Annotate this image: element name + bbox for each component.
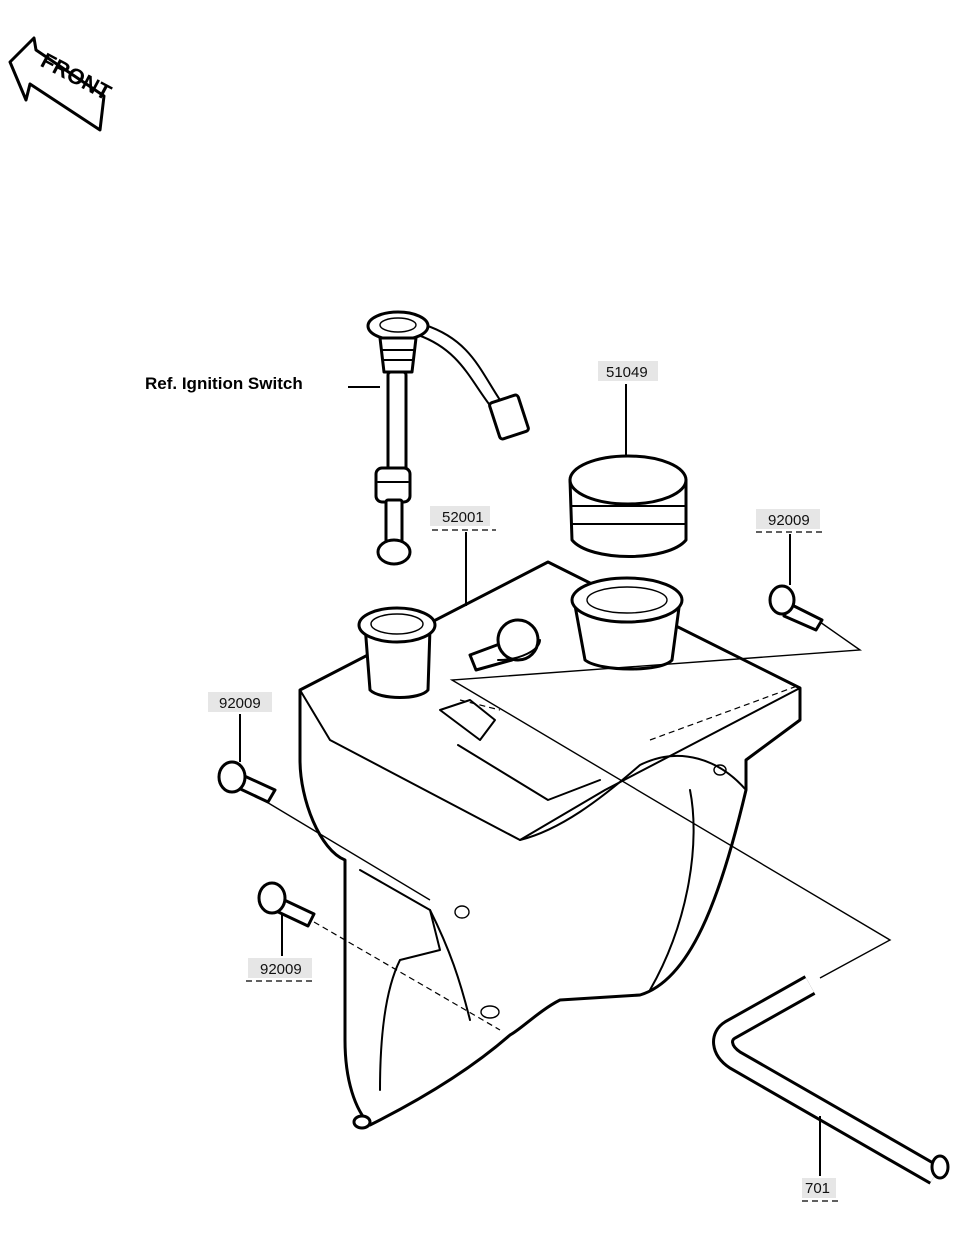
assembly-lines (254, 621, 892, 1031)
bolt-right-part (768, 584, 824, 632)
front-arrow-icon: FRONT (8, 36, 116, 132)
bolt-left-lower-part (257, 881, 316, 928)
callout-701: 701 (802, 1116, 838, 1202)
callout-92009-left-lower: 92009 (246, 914, 316, 982)
callout-701-text: 701 (805, 1180, 830, 1197)
callout-52001-text: 52001 (442, 509, 484, 526)
callout-51049-text: 51049 (606, 364, 648, 381)
fuel-sender-part (366, 310, 530, 566)
filter-cap-part (568, 454, 688, 558)
callout-92009-right-text: 92009 (768, 512, 810, 529)
callout-92009-left-upper: 92009 (208, 692, 272, 762)
ref-ignition-switch-label: Ref. Ignition Switch (145, 374, 303, 393)
bolt-left-upper-part (217, 760, 277, 804)
callout-52001: 52001 (430, 506, 496, 606)
callout-92009-left-lower-text: 92009 (260, 961, 302, 978)
fuel-tank-part (298, 560, 802, 1130)
callout-51049: 51049 (598, 361, 658, 456)
callout-92009-right: 92009 (756, 509, 824, 585)
callout-92009-left-upper-text: 92009 (219, 695, 261, 712)
hose-part (712, 975, 950, 1185)
